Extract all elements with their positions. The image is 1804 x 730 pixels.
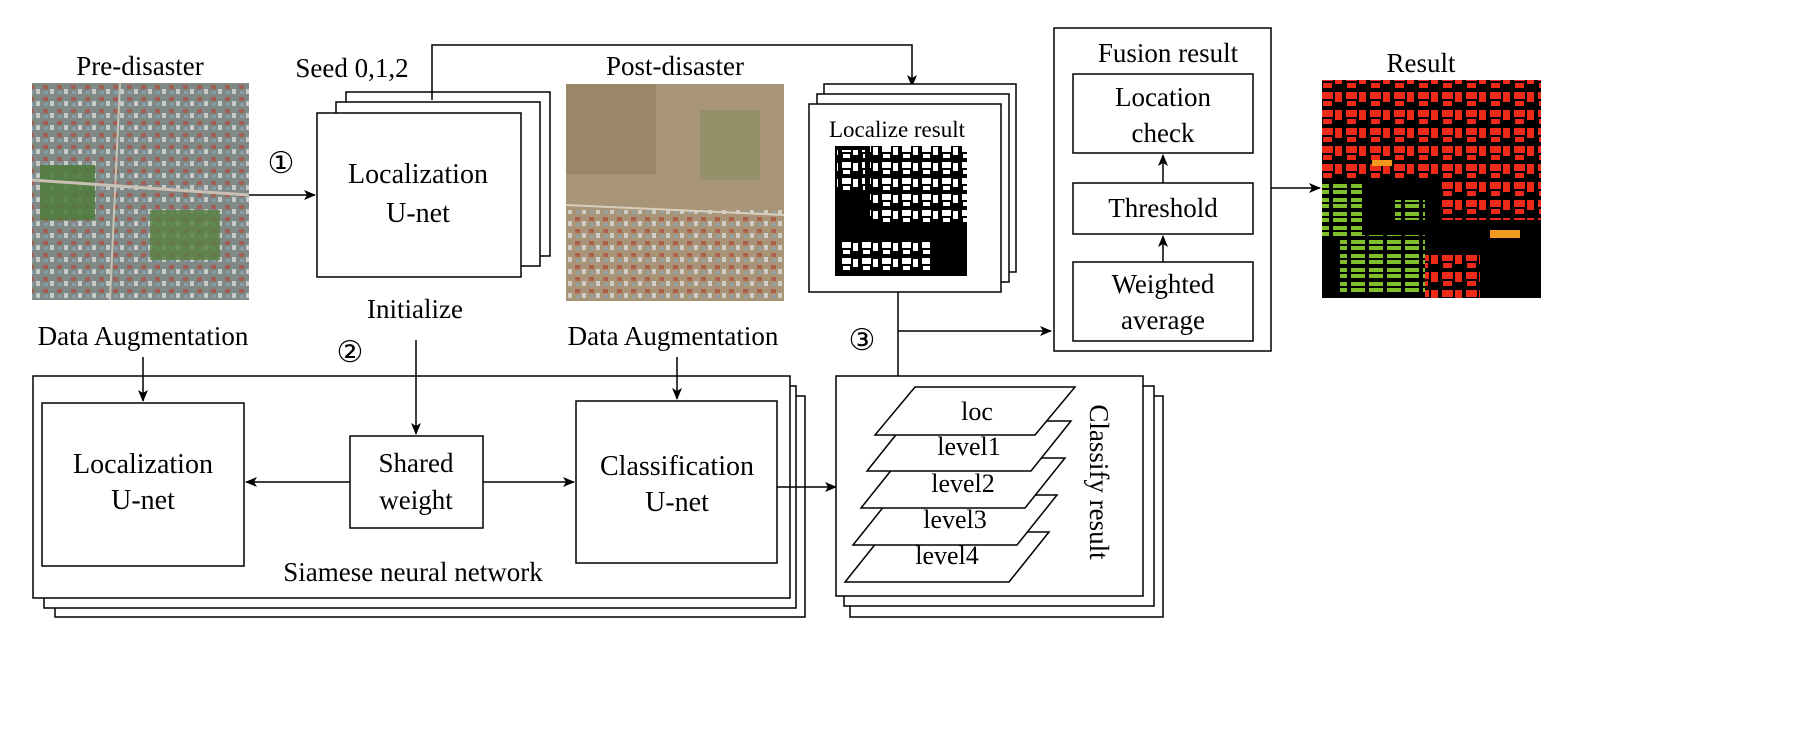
- siamese-label: Siamese neural network: [283, 557, 543, 587]
- localize-result-mask-image: [835, 146, 967, 276]
- classify-result-label: Classify result: [1084, 404, 1114, 560]
- layer-level1-label: level1: [937, 432, 1001, 461]
- layer-level3-label: level3: [923, 505, 987, 534]
- seed-label: Seed 0,1,2: [295, 53, 408, 83]
- location-check-line1: Location: [1115, 82, 1211, 112]
- localize-result-label: Localize result: [829, 117, 966, 142]
- localization-unet-line1: Localization: [73, 449, 213, 480]
- layer-level2-label: level2: [931, 469, 995, 498]
- localization-unet-box: [41, 402, 245, 567]
- data-augmentation-left-label: Data Augmentation: [38, 321, 249, 351]
- localization-unet-line2: U-net: [111, 485, 175, 516]
- weighted-average-box: [1072, 261, 1254, 342]
- shared-weight-line2: weight: [379, 485, 453, 515]
- localization-unet-top-stack: [316, 91, 551, 278]
- fusion-result-label: Fusion result: [1098, 38, 1239, 68]
- pre-disaster-image: [31, 82, 250, 301]
- classification-unet-box: [575, 400, 778, 564]
- localization-unet-top-line1: Localization: [348, 159, 488, 190]
- location-check-line2: check: [1132, 118, 1195, 148]
- arrow-seed-to-localize-result: [431, 44, 917, 100]
- location-check-box: [1072, 73, 1254, 154]
- classification-unet-line2: U-net: [645, 487, 709, 518]
- pre-disaster-label: Pre-disaster: [76, 51, 203, 81]
- post-disaster-label: Post-disaster: [606, 51, 744, 81]
- initialize-label: Initialize: [367, 294, 463, 324]
- classification-unet-line1: Classification: [600, 451, 754, 482]
- layer-level4-label: level4: [915, 541, 979, 570]
- data-augmentation-right-label: Data Augmentation: [568, 321, 779, 351]
- layer-loc-label: loc: [961, 397, 993, 426]
- step-1-marker: ①: [268, 147, 295, 180]
- step-3-marker: ③: [849, 324, 876, 357]
- step-2-marker: ②: [337, 336, 364, 369]
- shared-weight-box: [349, 435, 484, 529]
- layer-loc: [873, 386, 1077, 436]
- result-label: Result: [1386, 48, 1456, 78]
- localization-unet-top-line2: U-net: [386, 198, 450, 229]
- post-disaster-image: [565, 84, 785, 301]
- shared-weight-line1: Shared: [379, 448, 454, 478]
- result-damage-map: [1322, 80, 1541, 298]
- weighted-average-line2: average: [1121, 305, 1205, 335]
- weighted-average-line1: Weighted: [1112, 269, 1215, 299]
- threshold-label: Threshold: [1108, 193, 1218, 223]
